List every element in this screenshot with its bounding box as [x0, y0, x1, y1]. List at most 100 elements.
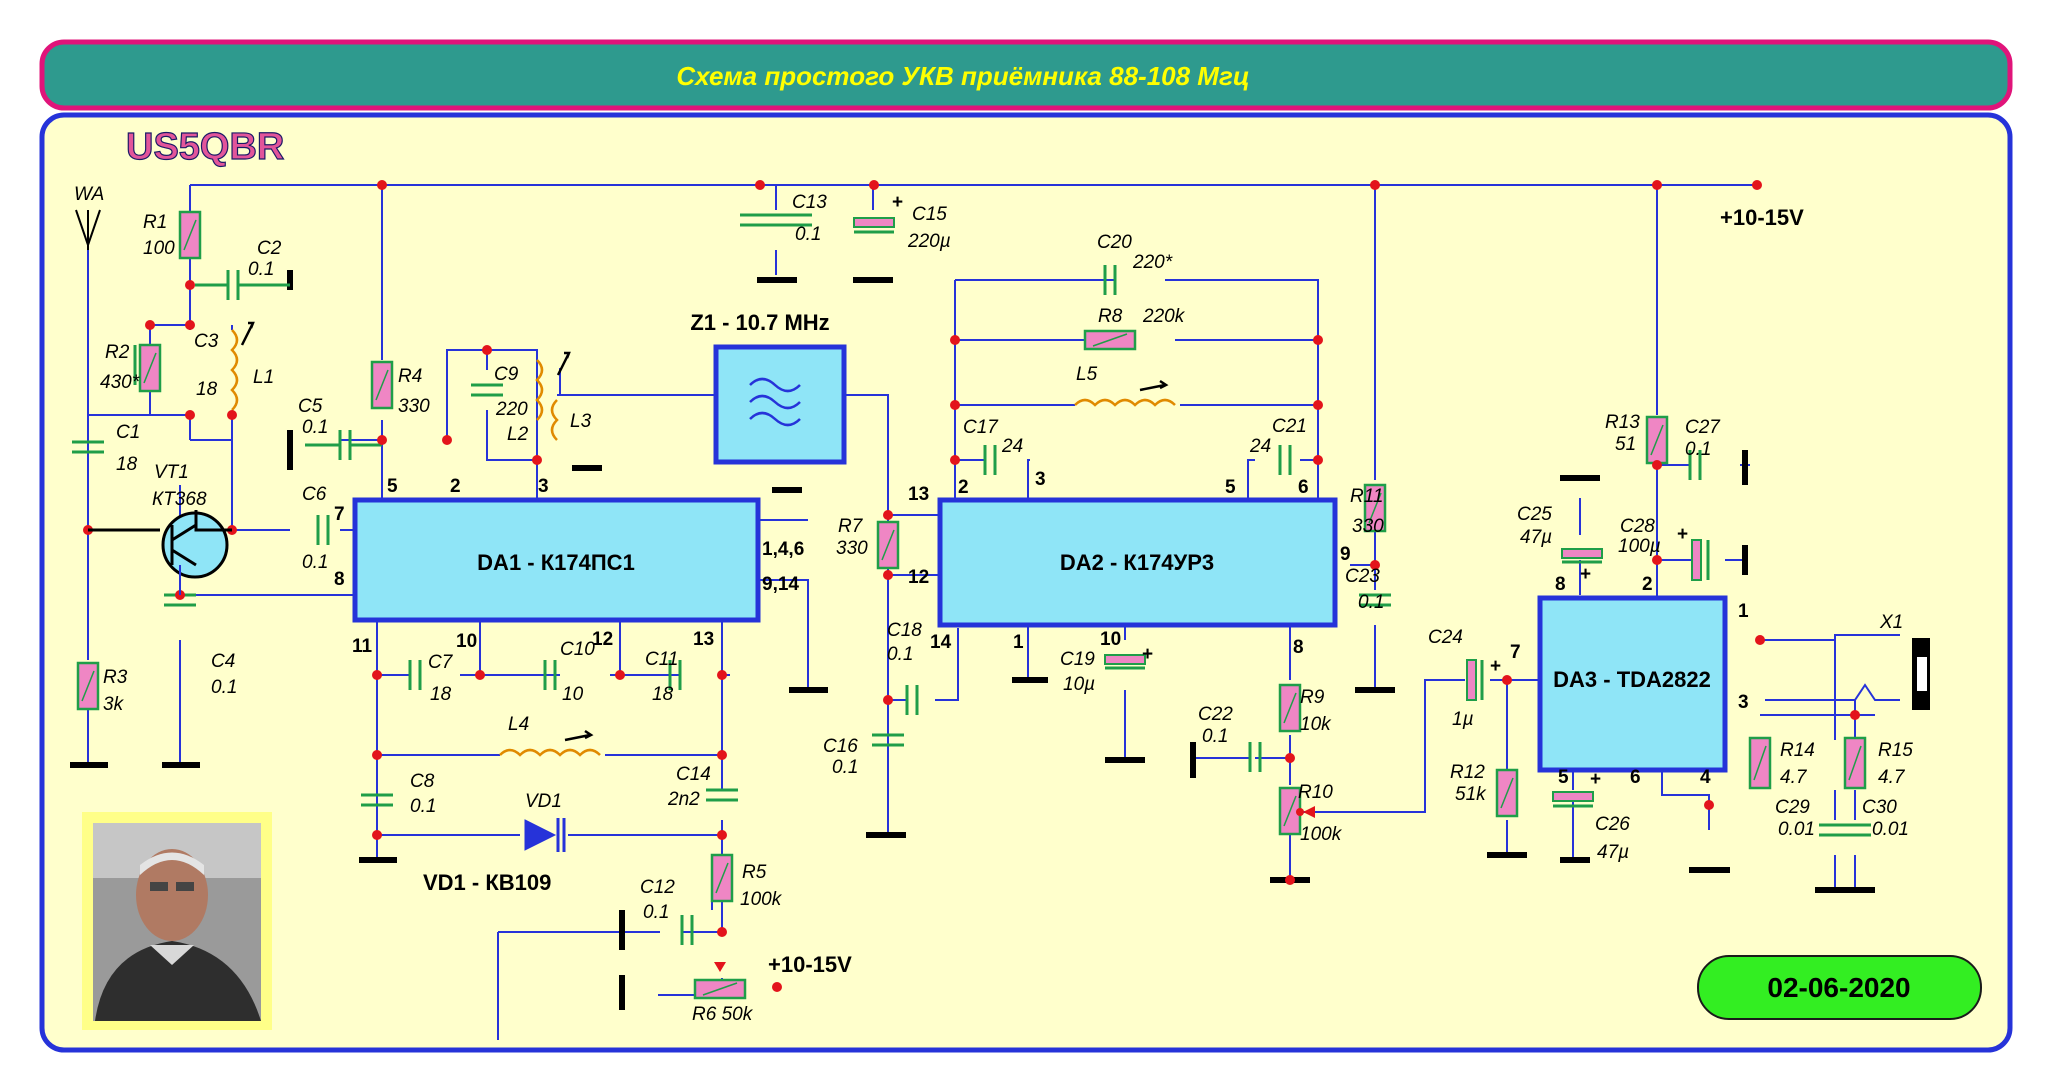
- label-r12: R12: [1450, 762, 1485, 783]
- coils: [230, 329, 1176, 757]
- svg-text:2: 2: [958, 477, 969, 498]
- svg-text:6: 6: [1298, 477, 1309, 498]
- label-c21-value: 24: [1249, 436, 1271, 457]
- bandpass-filter-icon: [749, 377, 801, 427]
- svg-text:14: 14: [930, 632, 952, 653]
- label-c29: C29: [1775, 797, 1810, 818]
- label-c29-value: 0.01: [1778, 819, 1815, 840]
- svg-text:12: 12: [592, 629, 613, 650]
- svg-text:11: 11: [352, 636, 373, 657]
- label-r12-value: 51k: [1455, 784, 1487, 805]
- svg-text:12: 12: [908, 567, 929, 588]
- label-r6: R6 50k: [692, 1004, 754, 1025]
- label-vt1: VT1: [154, 462, 189, 483]
- label-c13: C13: [792, 192, 827, 213]
- svg-text:+: +: [1142, 644, 1153, 665]
- label-c22: C22: [1198, 704, 1233, 725]
- svg-text:3: 3: [1035, 469, 1046, 490]
- label-r9-value: 10k: [1300, 714, 1332, 735]
- label-c26: C26: [1595, 814, 1630, 835]
- label-r11-value: 330: [1352, 516, 1384, 537]
- label-r3-value: 3k: [103, 694, 125, 715]
- resistor-r8: [1083, 329, 1137, 351]
- date-text: 02-06-2020: [1767, 972, 1910, 1003]
- resistor-r2: [138, 343, 162, 393]
- label-r4: R4: [398, 366, 422, 387]
- resistor-r9: [1278, 683, 1302, 733]
- svg-text:3: 3: [538, 476, 549, 497]
- component-labels: WA R1 100 C2 0.1 C3 18 L1 R2 430* C1 18 …: [74, 184, 1913, 1025]
- label-c8: C8: [410, 771, 435, 792]
- capacitors: [72, 213, 1871, 945]
- label-x1: X1: [1879, 612, 1903, 633]
- label-vd1-full: VD1 - КВ109: [423, 870, 551, 895]
- label-c4-value: 0.1: [211, 677, 237, 698]
- label-c9: C9: [494, 364, 519, 385]
- svg-text:7: 7: [1510, 642, 1521, 663]
- coil-l4: [499, 748, 601, 757]
- label-r10-value: 100k: [1300, 824, 1343, 845]
- svg-text:9: 9: [1340, 544, 1351, 565]
- label-c3: C3: [194, 331, 219, 352]
- coil-l2: [535, 359, 544, 421]
- label-c18-value: 0.1: [887, 644, 913, 665]
- label-c13-value: 0.1: [795, 224, 821, 245]
- label-c5-value: 0.1: [302, 417, 328, 438]
- pin-numbers: 7 8 5 2 3 1,4,6 9,14 11 10 12 13 13 12 2…: [334, 469, 1749, 788]
- svg-text:+: +: [1590, 769, 1601, 790]
- junction-dots: [83, 180, 1860, 992]
- date-badge: 02-06-2020: [1697, 955, 1982, 1020]
- resistor-r5: [710, 853, 734, 903]
- resistor-r7: [876, 520, 900, 570]
- coil-l1: [230, 329, 239, 411]
- label-c20-value: 220*: [1132, 252, 1173, 273]
- supply-label-bottom: +10-15V: [768, 952, 852, 977]
- label-r10: R10: [1298, 782, 1333, 803]
- label-c26-value: 47µ: [1597, 842, 1629, 863]
- svg-text:2: 2: [450, 476, 461, 497]
- label-c24-value: 1µ: [1452, 709, 1474, 730]
- label-c19-value: 10µ: [1063, 674, 1095, 695]
- resistor-r14: [1748, 736, 1772, 790]
- label-l2: L2: [507, 424, 529, 445]
- label-c17-value: 24: [1001, 436, 1023, 457]
- label-c23: C23: [1345, 566, 1380, 587]
- label-c21: C21: [1272, 416, 1307, 437]
- label-c1: C1: [116, 422, 140, 443]
- label-c24: C24: [1428, 627, 1463, 648]
- da1-label: DA1 - К174ПС1: [477, 550, 635, 575]
- label-r14: R14: [1780, 740, 1815, 761]
- label-c9-value: 220: [495, 399, 528, 420]
- label-r11: R11: [1350, 486, 1383, 507]
- label-c12: C12: [640, 877, 675, 898]
- ground-symbols: [70, 270, 1875, 1010]
- svg-text:10: 10: [1100, 629, 1121, 650]
- svg-text:1,4,6: 1,4,6: [762, 539, 804, 560]
- varicap-diode-vd1: [524, 818, 566, 852]
- svg-text:13: 13: [908, 484, 929, 505]
- resistor-r13: [1645, 415, 1669, 465]
- label-c28: C28: [1620, 516, 1655, 537]
- label-c10-value: 10: [562, 684, 584, 705]
- label-r15: R15: [1878, 740, 1913, 761]
- coil-l5: [1074, 398, 1176, 407]
- svg-text:3: 3: [1738, 692, 1749, 713]
- label-c2-value: 0.1: [248, 259, 274, 280]
- svg-text:8: 8: [1555, 574, 1566, 595]
- label-c7-value: 18: [430, 684, 452, 705]
- antenna-icon: [75, 209, 101, 250]
- svg-text:6: 6: [1630, 767, 1641, 788]
- svg-text:+: +: [892, 192, 903, 213]
- label-r2-value: 430*: [100, 372, 140, 393]
- label-vt1-value: КТ368: [152, 489, 207, 510]
- label-c23-value: 0.1: [1358, 592, 1384, 613]
- resistor-r11: [1363, 483, 1387, 533]
- coil-l3: [550, 399, 559, 441]
- label-c11-value: 18: [652, 684, 674, 705]
- polarity-marks: + + + + + +: [892, 192, 1688, 790]
- svg-text:5: 5: [387, 476, 398, 497]
- author-photo: [82, 812, 272, 1030]
- resistors: [76, 210, 1867, 1000]
- resistor-r15: [1843, 736, 1867, 790]
